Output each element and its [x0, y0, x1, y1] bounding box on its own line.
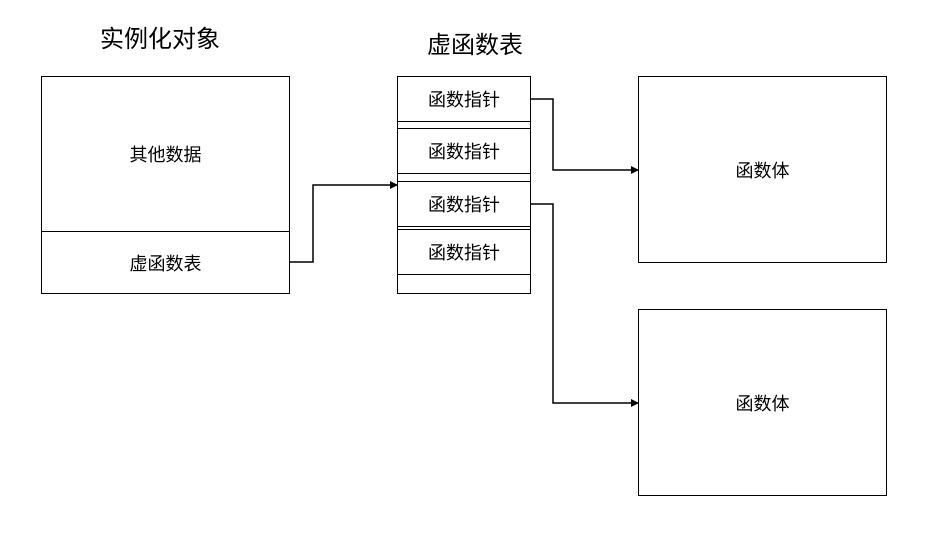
vtable-entry-label: 函数指针	[428, 243, 500, 264]
vtable-entry-label: 函数指针	[428, 90, 500, 111]
vtable-entry: 函数指针	[397, 181, 531, 227]
vtable-entry-label: 函数指针	[428, 195, 500, 216]
vtable-entry: 函数指针	[397, 76, 531, 122]
instance-to-vtable-arrow	[290, 181, 398, 263]
instance-object-title: 实例化对象	[100, 25, 220, 53]
instance-vtable-field-label: 虚函数表	[129, 253, 202, 275]
pointer-to-function-body-1-arrow	[531, 98, 639, 174]
pointer-to-function-body-2-arrow	[531, 203, 639, 407]
vtable-entry: 函数指针	[397, 128, 531, 174]
instance-vtable-field-box: 虚函数表	[41, 231, 290, 294]
function-body-label: 函数体	[735, 393, 790, 415]
instance-other-data-box: 其他数据	[41, 76, 290, 232]
instance-other-data-label: 其他数据	[129, 145, 202, 166]
function-body-box: 函数体	[638, 309, 887, 496]
vtable-entry: 函数指针	[397, 229, 531, 275]
vtable-title: 虚函数表	[427, 31, 523, 59]
vtable-entry-label: 函数指针	[428, 142, 500, 163]
function-body-label: 函数体	[735, 160, 790, 182]
